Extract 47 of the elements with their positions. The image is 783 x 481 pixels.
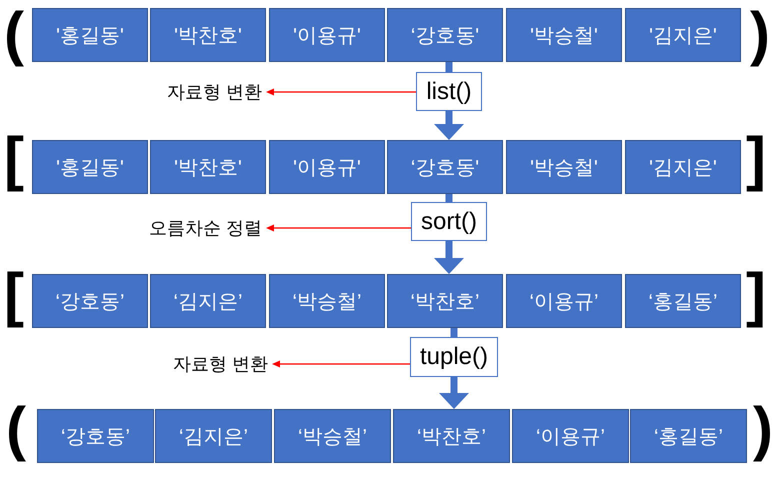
value-box: ‘홍길동’ — [630, 409, 747, 463]
value-box: '김지은' — [625, 8, 741, 62]
value-box: '박찬호' — [150, 8, 266, 62]
value-box: ‘김지은’ — [150, 274, 266, 328]
arrow — [266, 88, 416, 96]
value-box: ‘강호동' — [387, 8, 503, 62]
square-bracket: [ — [4, 125, 24, 193]
arrow — [434, 111, 464, 140]
function-box: sort() — [411, 202, 487, 241]
value-box: ‘박승철’ — [274, 409, 391, 463]
arrow — [439, 377, 469, 409]
value-box: ‘강호동’ — [32, 274, 148, 328]
connector-line — [446, 62, 452, 72]
value-box: ‘박승철’ — [269, 274, 385, 328]
connector-line — [450, 328, 458, 337]
arrow — [272, 360, 410, 368]
arrow — [434, 241, 464, 274]
note-label: 자료형 변환 — [166, 81, 262, 103]
note-label: 오름차순 정렬 — [148, 217, 262, 239]
value-box: ‘박찬호’ — [393, 409, 510, 463]
parenthesis: ( — [4, 0, 24, 68]
parenthesis: ) — [750, 0, 770, 68]
value-box: '박승철' — [506, 140, 622, 194]
note-label: 자료형 변환 — [172, 353, 268, 375]
parenthesis: ) — [753, 395, 773, 463]
value-box: '홍길동' — [32, 8, 148, 62]
value-box: ‘이용규’ — [506, 274, 622, 328]
function-box: tuple() — [410, 337, 498, 377]
value-box: '홍길동' — [32, 140, 148, 194]
parenthesis: ( — [6, 395, 26, 463]
value-box: ‘이용규’ — [512, 409, 629, 463]
function-box: list() — [416, 72, 482, 111]
connector-line — [446, 194, 452, 202]
square-bracket: [ — [4, 261, 24, 329]
value-box: '박찬호' — [150, 140, 266, 194]
value-box: ‘홍길동’ — [625, 274, 741, 328]
value-box: ‘박찬호’ — [387, 274, 503, 328]
value-box: ‘강호동' — [387, 140, 503, 194]
value-box: ‘강호동’ — [37, 409, 154, 463]
value-box: '이용규' — [269, 8, 385, 62]
value-box: '이용규' — [269, 140, 385, 194]
value-box: '박승철' — [506, 8, 622, 62]
value-box: ‘김지은’ — [155, 409, 272, 463]
square-bracket: ] — [746, 261, 766, 329]
square-bracket: ] — [746, 125, 766, 193]
value-box: '김지은' — [625, 140, 741, 194]
arrow — [266, 224, 411, 232]
